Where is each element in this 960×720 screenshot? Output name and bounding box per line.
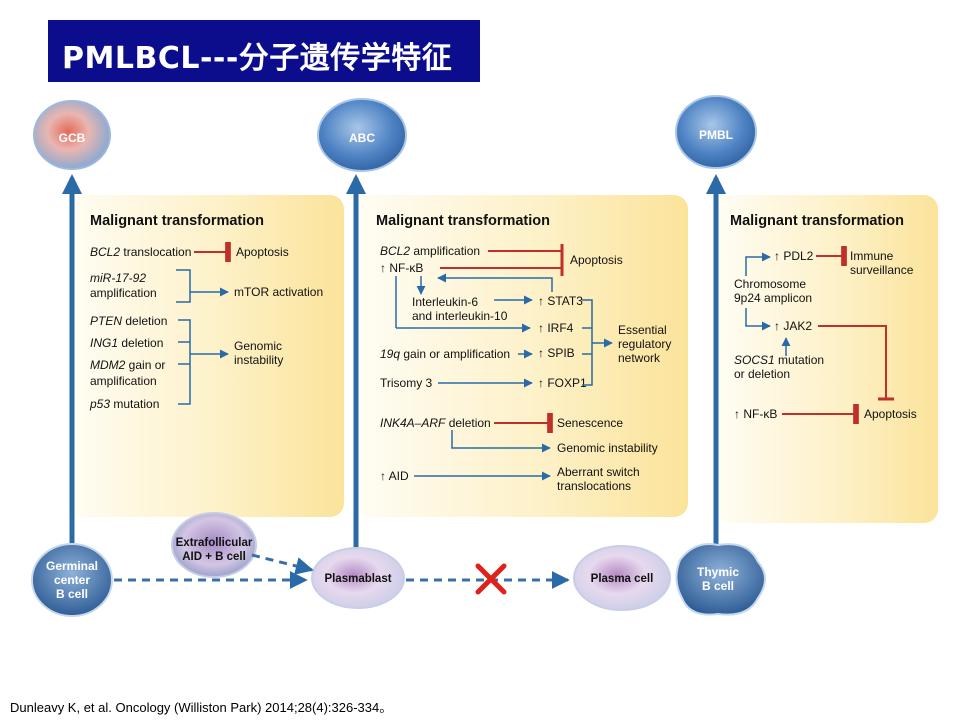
thymic-label-1: Thymic [697, 565, 739, 579]
pmbl-jak2-arrow [745, 308, 771, 331]
gcb-panel-header: Malignant transformation [90, 213, 264, 229]
gcb-pten-label: PTEN deletion [90, 314, 167, 328]
gcb-cell-icon [33, 100, 111, 170]
gcb-panel [68, 195, 344, 517]
gcb-mir-amplification: amplification [90, 286, 157, 300]
pmbl-pdl2: ↑ PDL2 [774, 249, 814, 263]
abc-senescence: Senescence [557, 416, 623, 430]
plasmablast-cell-icon [311, 547, 405, 609]
abc-bcl2-label: BCL2 amplification [380, 244, 480, 258]
abc-trisomy: Trisomy 3 [380, 376, 433, 390]
abc-stat3: ↑ STAT3 [538, 294, 583, 308]
pmbl-chrom-1: Chromosome [734, 277, 806, 291]
abc-genomic-arrow [451, 430, 551, 453]
abc-genomic: Genomic instability [557, 441, 658, 455]
pmbl-immune-2: surveillance [850, 263, 914, 277]
blocked-x-icon [475, 563, 507, 595]
pmbl-jak2: ↑ JAK2 [774, 319, 812, 333]
extrafollicular-to-plasmablast-arrow [251, 553, 314, 575]
gcb-genomic-1: Genomic [234, 339, 282, 353]
extrafollicular-label-2: AID + B cell [182, 551, 246, 563]
thymic-cell-icon [675, 543, 766, 616]
citation: Dunleavy K, et al. Oncology (Williston P… [10, 700, 393, 715]
pmbl-panel [716, 195, 938, 523]
abc-spib: ↑ SPIB [538, 346, 575, 360]
pmbl-jak2-apoptosis-inhibit [818, 325, 887, 398]
gcb-mdm2-amplification: amplification [90, 374, 157, 388]
gcb-ing1-label: ING1 deletion [90, 336, 163, 350]
extrafollicular-cell-icon [171, 512, 257, 578]
pmbl-apoptosis: Apoptosis [864, 407, 917, 421]
plasma-cell-label: Plasma cell [591, 573, 654, 585]
abc-foxp1: ↑ FOXP1 [538, 376, 587, 390]
pmbl-label: PMBL [699, 128, 733, 142]
abc-aid: ↑ AID [380, 469, 409, 483]
abc-aberrant-1: Aberrant switch [557, 465, 640, 479]
abc-apoptosis: Apoptosis [570, 253, 623, 267]
germinal-label-3: B cell [56, 587, 88, 601]
abc-essential-3: network [618, 351, 661, 365]
plasma-cell-icon [573, 545, 671, 611]
abc-19q-label: 19q gain or amplification [380, 347, 510, 361]
gcb-apoptosis: Apoptosis [236, 245, 289, 259]
pmbl-socs-label: SOCS1 mutation [734, 353, 824, 367]
thymic-label-2: B cell [702, 579, 734, 593]
title-bar [48, 20, 480, 82]
abc-essential-2: regulatory [618, 337, 671, 351]
pmbl-panel-header: Malignant transformation [730, 213, 904, 229]
abc-label: ABC [349, 131, 375, 145]
pmbl-cell-icon [675, 95, 757, 169]
extrafollicular-label-1: Extrafollicular [176, 537, 253, 549]
abc-ink-label: INK4A–ARF deletion [380, 416, 491, 430]
abc-il-2: and interleukin-10 [412, 309, 508, 323]
pmbl-pdl2-arrow [745, 252, 771, 276]
pathway-diagram: GCB ABC PMBL Germinal center B cell Extr… [31, 95, 938, 617]
pmbl-socs-2: or deletion [734, 367, 790, 381]
pmbl-chrom-2: 9p24 amplicon [734, 291, 812, 305]
abc-essential-1: Essential [618, 323, 667, 337]
gcb-bcl2-label: BCL2 translocation [90, 245, 191, 259]
pmbl-nfkb: ↑ NF-κB [734, 407, 777, 421]
abc-nfkb: ↑ NF-κB [380, 261, 423, 275]
abc-stat3-feedback-arrow [437, 273, 553, 292]
gcb-mtor: mTOR activation [234, 285, 323, 299]
germinal-center-cell-icon [31, 543, 113, 617]
slide-title: PMLBCL---分子遗传学特征 [62, 41, 453, 76]
gcb-label: GCB [59, 131, 86, 145]
abc-cell-icon [317, 98, 407, 172]
germinal-label-2: center [54, 573, 90, 587]
germinal-label-1: Germinal [46, 559, 98, 573]
pmbl-immune-1: Immune [850, 249, 894, 263]
gcb-mir-label: miR-17-92 [90, 271, 146, 285]
abc-aberrant-2: translocations [557, 479, 631, 493]
gcb-genomic-2: instability [234, 353, 283, 367]
abc-panel-header: Malignant transformation [376, 213, 550, 229]
abc-irf4: ↑ IRF4 [538, 321, 574, 335]
plasmablast-label: Plasmablast [324, 573, 391, 585]
abc-il-1: Interleukin-6 [412, 295, 478, 309]
gcb-p53-label: p53 mutation [89, 397, 159, 411]
gcb-mdm2-label: MDM2 gain or [90, 358, 165, 372]
